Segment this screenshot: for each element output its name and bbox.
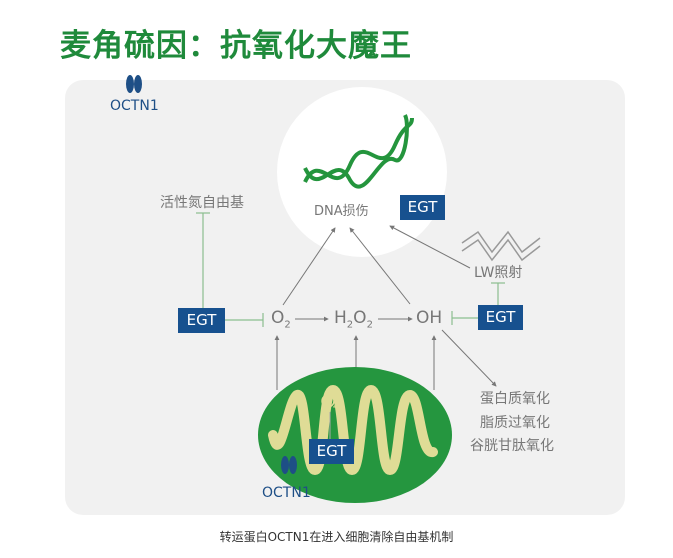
- o2-sub: 2: [284, 319, 291, 331]
- mito-o2-sub: 2: [332, 400, 339, 411]
- o-sub: 2: [366, 319, 373, 331]
- octn1-bottom-icon: [281, 456, 297, 474]
- dna-damage-label: DNA损伤: [314, 204, 369, 219]
- egt-box-left: EGT: [178, 308, 225, 333]
- arrows: [274, 225, 497, 390]
- mito-o2-label: O2: [323, 393, 338, 410]
- figure-caption: 转运蛋白OCTN1在进入细胞清除自由基机制: [219, 530, 454, 544]
- effect-lipid: 脂质过氧化: [480, 415, 550, 431]
- o-text: O: [353, 308, 367, 328]
- page-title: 麦角硫因：抗氧化大魔王: [60, 28, 412, 64]
- egt-box-mito: EGT: [309, 439, 354, 464]
- egt-box-right: EGT: [478, 305, 523, 330]
- octn1-bottom-label: OCTN1: [262, 485, 311, 501]
- lw-label: LW照射: [474, 265, 523, 281]
- o2-text: O: [271, 308, 285, 328]
- mitochondrion-cristae: [268, 384, 438, 476]
- octn1-top-icon: [126, 75, 142, 93]
- egt-box-nucleus: EGT: [400, 195, 445, 220]
- uv-zigzag-icon: [461, 230, 541, 262]
- h-text: H: [334, 308, 347, 328]
- cell-nucleus-circle: [277, 87, 447, 257]
- inhibition-lines: [196, 212, 505, 327]
- h-sub: 2: [346, 319, 354, 331]
- octn1-top-label: OCTN1: [110, 98, 159, 114]
- oh-label: OH: [416, 308, 443, 328]
- h2o2-label: H2O2: [334, 308, 373, 330]
- dna-helix-icon: [303, 114, 414, 189]
- rns-label: 活性氮自由基: [160, 195, 244, 211]
- effect-glutathione: 谷胱甘肽氧化: [470, 438, 554, 454]
- mito-o2-circle: [321, 394, 335, 408]
- o2-label: O2: [271, 308, 291, 330]
- effect-protein: 蛋白质氧化: [480, 391, 550, 407]
